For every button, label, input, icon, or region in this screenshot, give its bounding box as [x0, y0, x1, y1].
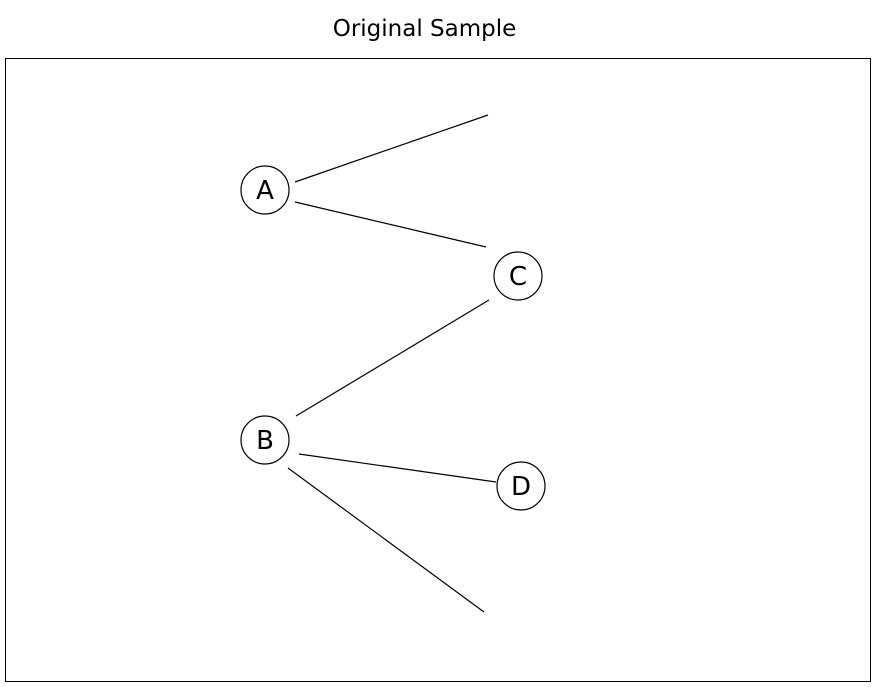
node-a: A	[240, 165, 290, 215]
diagram-frame	[5, 58, 871, 682]
diagram-title: Original Sample	[332, 16, 517, 42]
node-d-label: D	[511, 472, 531, 502]
node-d: D	[496, 461, 546, 511]
node-b-circle	[240, 415, 290, 465]
node-a-label: A	[256, 176, 274, 206]
node-b: B	[240, 415, 290, 465]
node-b-label: B	[256, 426, 274, 456]
edge-a-c	[294, 201, 487, 248]
node-c-label: C	[509, 262, 527, 292]
node-c-circle	[493, 251, 543, 301]
edge-b-open-bottom	[287, 467, 485, 613]
node-d-circle	[496, 461, 546, 511]
node-c: C	[493, 251, 543, 301]
edge-b-d	[298, 453, 497, 483]
edge-b-c	[295, 299, 490, 417]
node-a-circle	[240, 165, 290, 215]
edge-a-open-top	[294, 114, 489, 183]
